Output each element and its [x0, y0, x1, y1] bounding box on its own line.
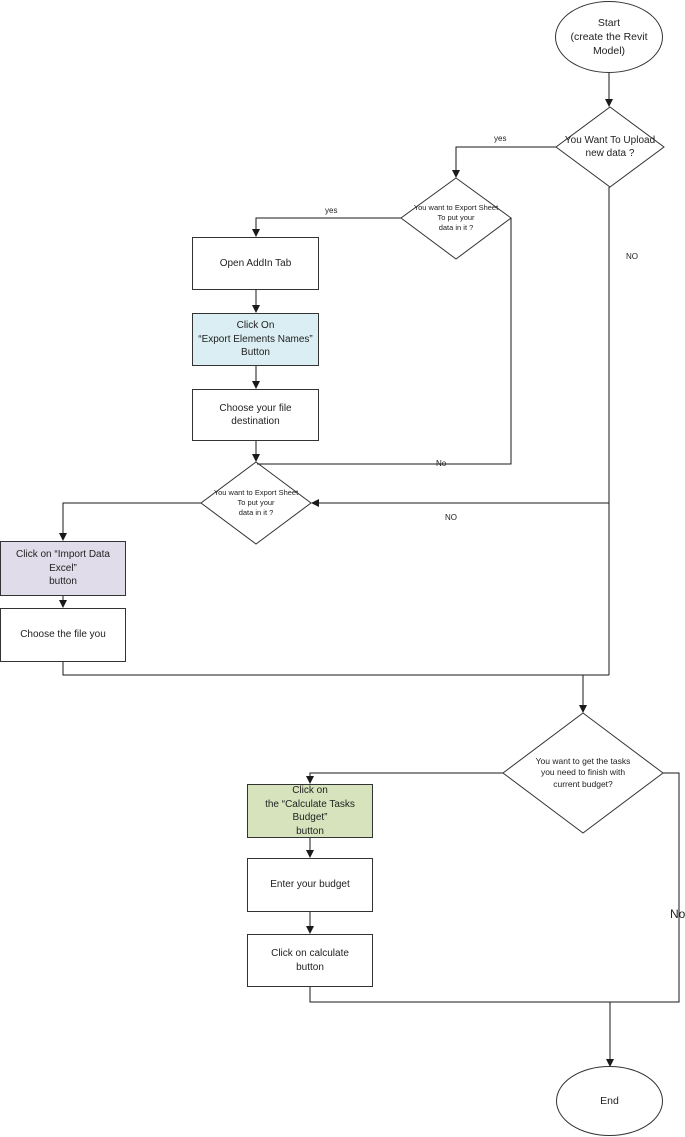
click-calc-budget-box: Click on the “Calculate Tasks Budget” bu… — [247, 784, 373, 838]
choose-destination-box: Choose your file destination — [192, 389, 319, 441]
export-decision-2-shape — [200, 461, 312, 545]
enter-budget-box: Enter your budget — [247, 858, 373, 912]
edge-label-yes-export: yes — [325, 206, 338, 215]
end-node: End — [556, 1066, 663, 1136]
open-addin-box: Open AddIn Tab — [192, 237, 319, 290]
export-decision-1-shape — [400, 177, 512, 260]
click-export-box: Click On “Export Elements Names” Button — [192, 313, 319, 366]
edge-label-no-export1: No — [436, 459, 447, 468]
click-calculate-box: Click on calculate button — [247, 934, 373, 987]
edge-tasks-no — [610, 772, 680, 1003]
edge-calculate-to-end — [309, 987, 614, 1067]
edge-label-yes-upload: yes — [494, 134, 507, 143]
edge-label-no-trunk: NO — [445, 513, 457, 522]
export-decision-2-label: You want to Export Sheet To put your dat… — [213, 488, 299, 517]
edge-label-no-upload: NO — [626, 252, 638, 261]
click-import-box: Click on “Import Data Excel” button — [0, 541, 126, 596]
upload-decision-label: You Want To Upload new data ? — [564, 135, 656, 159]
export-decision-1-label: You want to Export Sheet To put your dat… — [413, 203, 499, 232]
tasks-decision-shape — [502, 712, 664, 834]
edge-export1-no — [257, 218, 512, 465]
edge-upload-yes — [452, 146, 556, 178]
upload-decision-shape — [555, 106, 665, 188]
tasks-decision-label: You want to get the tasks you need to fi… — [535, 756, 631, 789]
edge-export1-yes — [252, 217, 401, 237]
edge-choose-to-merge — [62, 662, 609, 676]
edge-decision-2-to-import — [59, 502, 201, 541]
edge-label-no-tasks: No — [670, 907, 685, 921]
choose-file-box: Choose the file you — [0, 608, 126, 662]
start-node: Start (create the Revit Model) — [555, 1, 663, 73]
edge-tasks-yes — [306, 772, 503, 784]
